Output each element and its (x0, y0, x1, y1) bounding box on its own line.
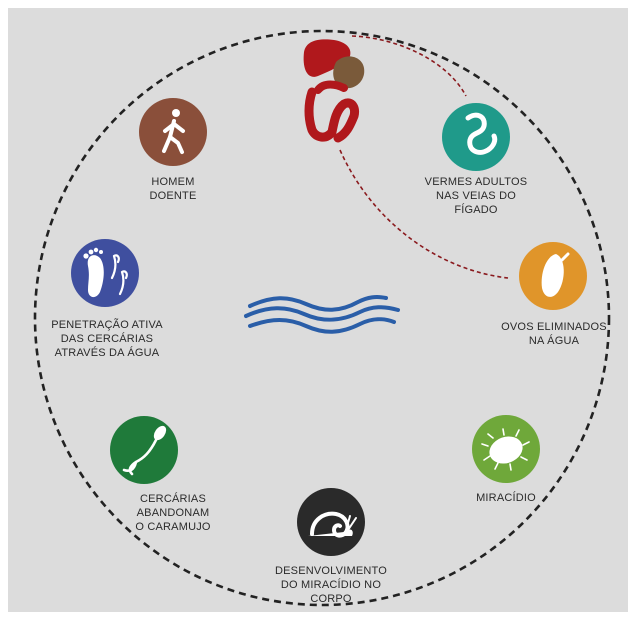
cercaria-icon (122, 425, 167, 476)
label-desenvolvimento: DESENVOLVIMENTO DO MIRACÍDIO NO CORPO (274, 565, 387, 605)
digestive-organs-icon (303, 39, 365, 143)
miracidium-icon (481, 428, 530, 471)
stage-miracidio-badge (472, 415, 540, 483)
worm-icon (465, 112, 498, 155)
snail-icon (308, 511, 357, 538)
stage-vermes-adultos-badge (442, 103, 510, 171)
label-vermes-adultos: VERMES ADULTOS NAS VEIAS DO FÍGADO (424, 176, 528, 216)
connector-to-worms (351, 35, 467, 97)
water-waves-icon (244, 295, 400, 334)
stage-cercarias-abandonam-badge (110, 416, 178, 484)
egg-icon (541, 254, 564, 297)
label-cercarias-abandonam: CERCÁRIAS ABANDONAM O CARAMUJO (135, 493, 211, 533)
walking-person-icon (162, 109, 185, 154)
stage-ovos-eliminados-badge (519, 242, 587, 310)
label-miracidio: MIRACÍDIO (476, 492, 536, 504)
stage-penetracao-badge (71, 239, 139, 307)
foot-cercaria-icon (83, 247, 128, 298)
connector-to-eggs (339, 149, 509, 279)
stage-desenvolvimento-badge (297, 488, 365, 556)
label-penetracao: PENETRAÇÃO ATIVA DAS CERCÁRIAS ATRAVÉS D… (51, 319, 163, 359)
label-ovos-eliminados: OVOS ELIMINADOS NA ÁGUA (501, 321, 607, 347)
cycle-dashed-circle (33, 29, 611, 607)
stage-homem-doente-badge (139, 98, 207, 166)
label-homem-doente: HOMEM DOENTE (149, 176, 197, 202)
